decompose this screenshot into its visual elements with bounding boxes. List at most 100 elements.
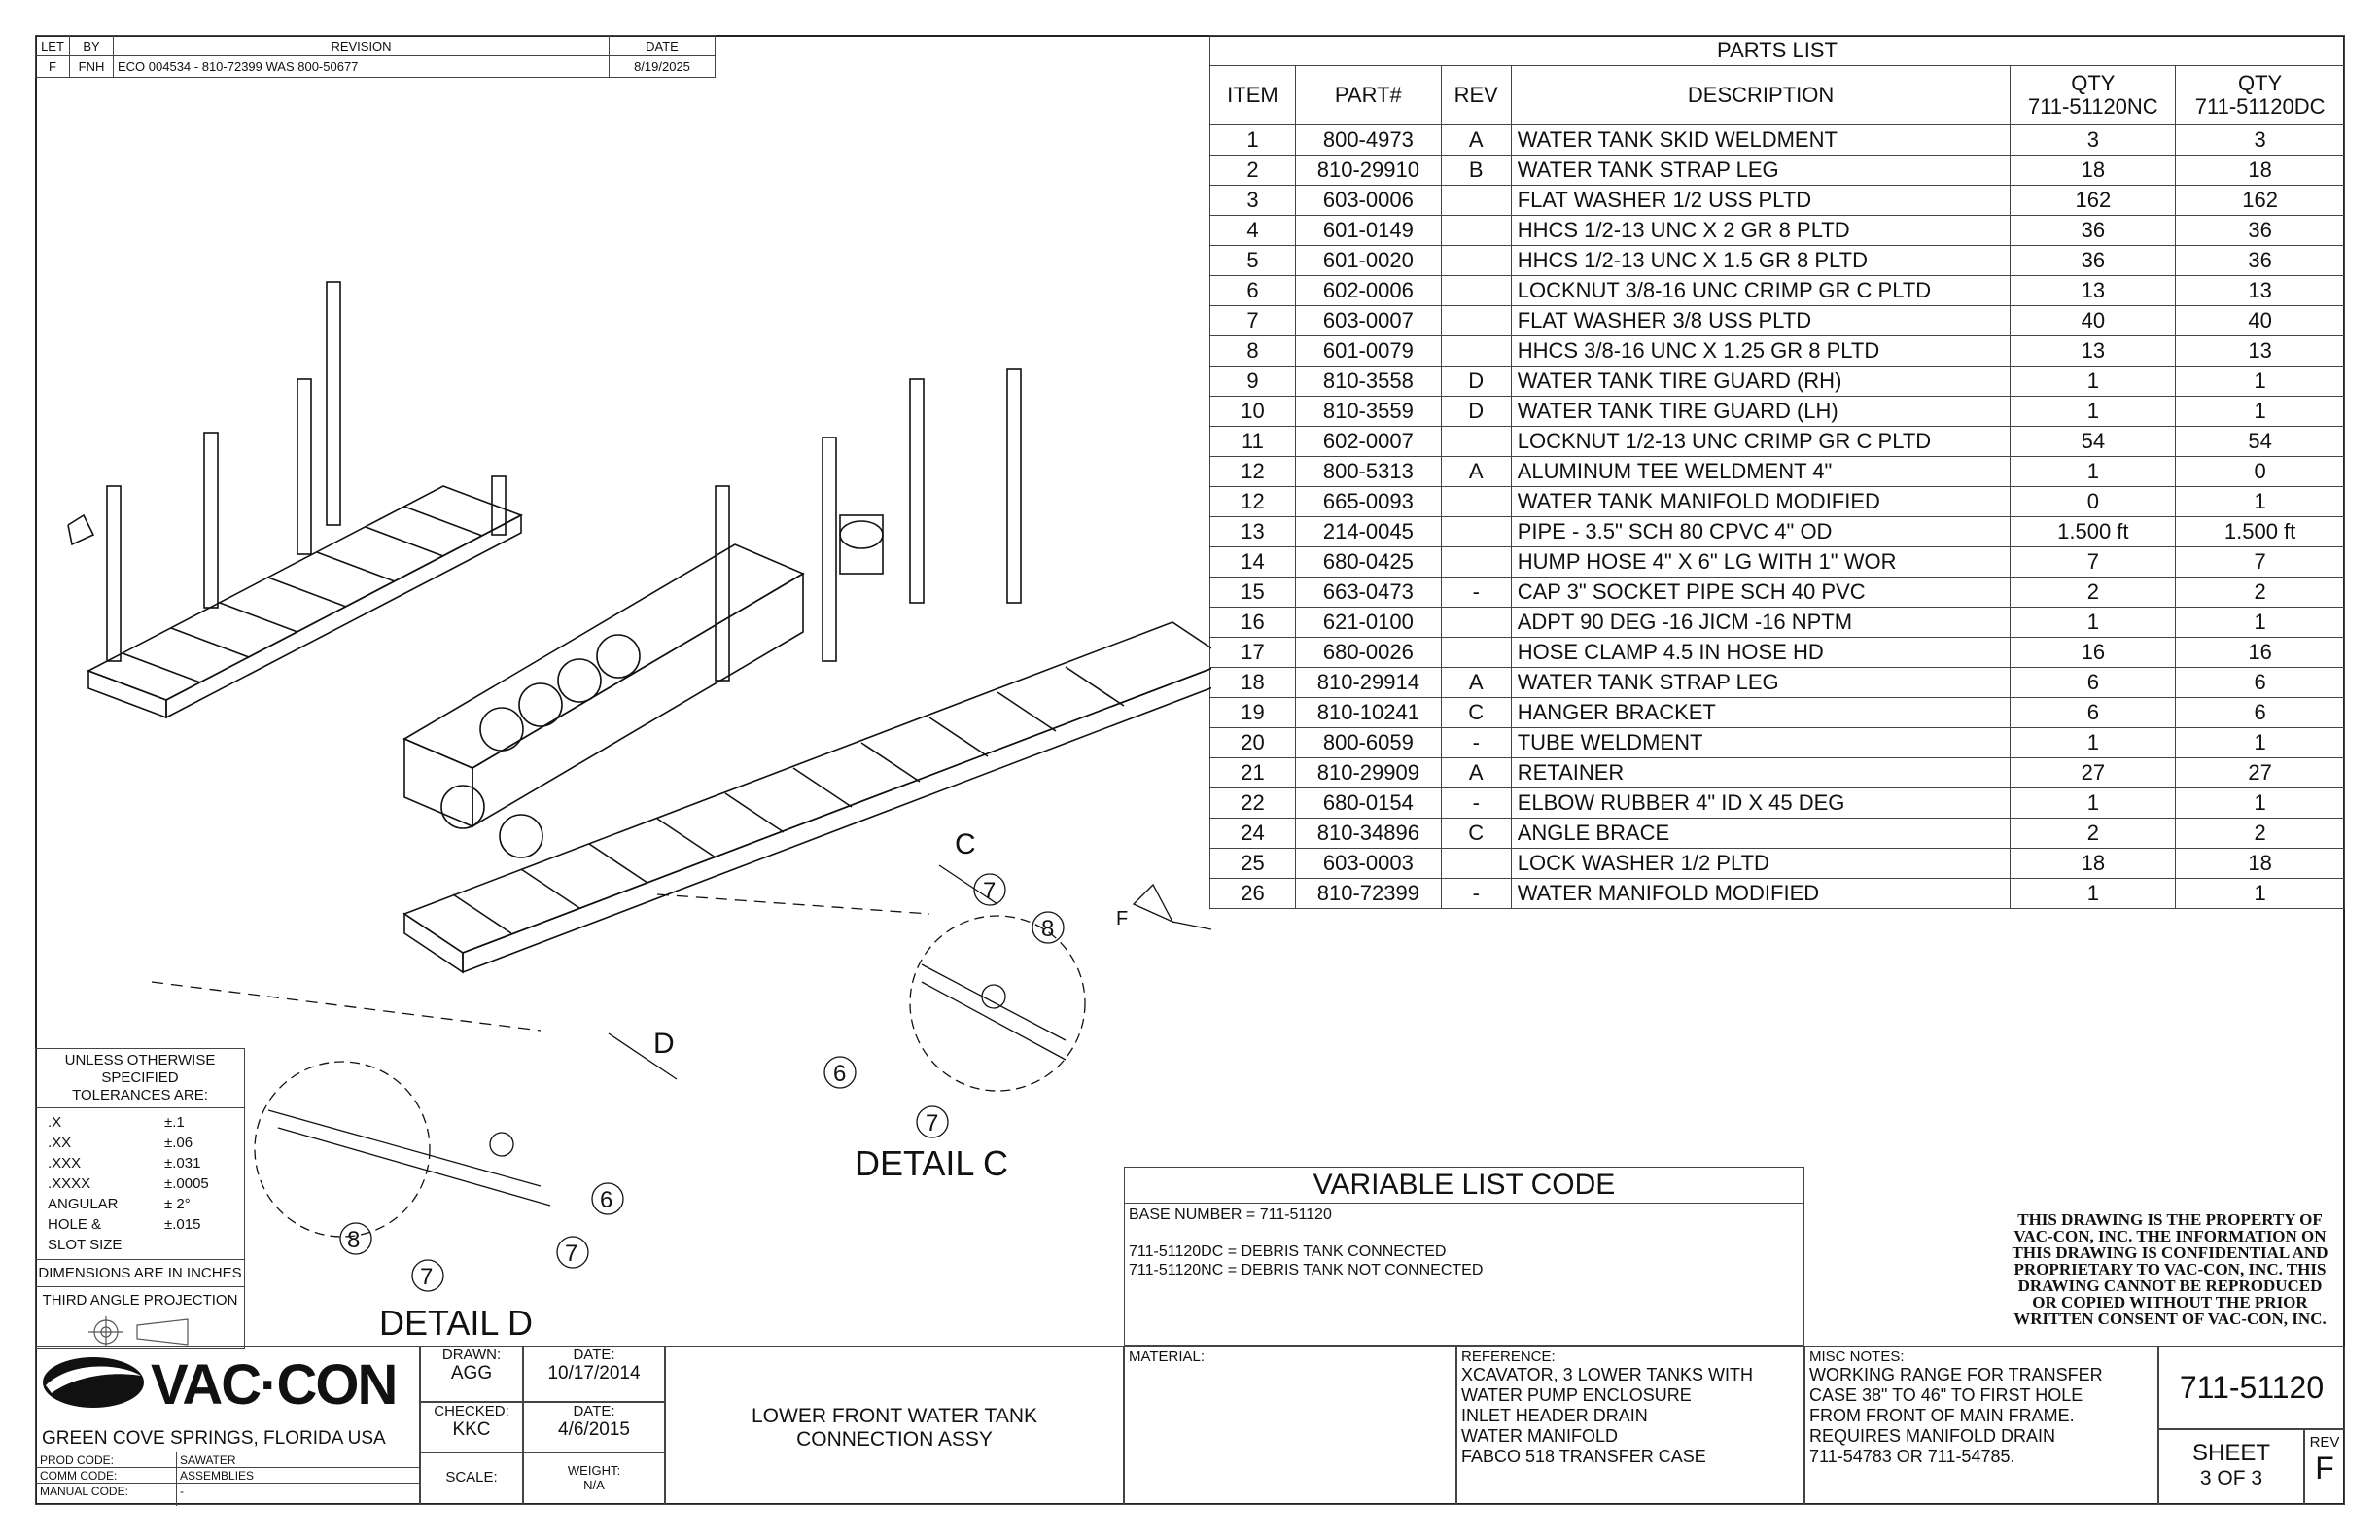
parts-cell: 603-0003 xyxy=(1294,848,1442,879)
parts-cell: 1 xyxy=(2010,607,2177,638)
tolerance-cell: .XXXX xyxy=(48,1175,91,1192)
tolerance-row: SLOT SIZE xyxy=(36,1235,244,1255)
parts-cell: 810-10241 xyxy=(1294,697,1442,728)
parts-cell: 810-3559 xyxy=(1294,396,1442,427)
parts-cell: 7 xyxy=(2175,546,2345,578)
parts-cell: 1 xyxy=(2175,607,2345,638)
parts-cell: 36 xyxy=(2175,245,2345,276)
rev-value: F xyxy=(2315,1451,2334,1486)
tolerance-cell: ±.0005 xyxy=(164,1175,209,1192)
parts-cell: 601-0149 xyxy=(1294,215,1442,246)
tolerance-cell: ±.031 xyxy=(164,1155,201,1172)
manual-code-label: MANUAL CODE: xyxy=(40,1485,128,1498)
tolerance-row: ANGULAR ± 2° xyxy=(36,1194,244,1214)
parts-cell: 1 xyxy=(2175,396,2345,427)
parts-cell: 24 xyxy=(1209,818,1296,849)
parts-cell: 4 xyxy=(1209,215,1296,246)
scale-cell: SCALE: xyxy=(420,1452,523,1505)
rev-label: REV xyxy=(2309,1434,2340,1451)
rev-cell: 8/19/2025 xyxy=(609,55,716,78)
variable-list-line: 711-51120NC = DEBRIS TANK NOT CONNECTED xyxy=(1129,1262,1484,1278)
parts-cell: 18 xyxy=(2010,155,2177,186)
tolerance-cell: ANGULAR xyxy=(48,1196,119,1212)
parts-cell: 810-34896 xyxy=(1294,818,1442,849)
detail-c-label: DETAIL C xyxy=(855,1143,1009,1183)
parts-cell xyxy=(1440,848,1512,879)
parts-cell: A xyxy=(1440,456,1512,487)
parts-cell: 6 xyxy=(1209,275,1296,306)
parts-cell: 2 xyxy=(2175,577,2345,608)
parts-cell: 18 xyxy=(2175,155,2345,186)
detail-c-circle xyxy=(909,915,1086,1092)
checked-value: KKC xyxy=(452,1419,491,1440)
parts-cell: LOCKNUT 3/8-16 UNC CRIMP GR C PLTD xyxy=(1510,275,2012,306)
tolerance-cell: ± 2° xyxy=(164,1196,191,1212)
parts-cell xyxy=(1440,486,1512,517)
parts-cell: 6 xyxy=(2175,667,2345,698)
parts-cell: 1 xyxy=(2010,878,2177,909)
parts-col-header: REV xyxy=(1440,65,1512,125)
proprietary-notice: THIS DRAWING IS THE PROPERTY OF VAC-CON,… xyxy=(2012,1210,2328,1328)
parts-cell: 20 xyxy=(1209,727,1296,758)
parts-cell: 11 xyxy=(1209,426,1296,457)
parts-cell xyxy=(1440,546,1512,578)
parts-cell: 14 xyxy=(1209,546,1296,578)
parts-cell: 162 xyxy=(2175,185,2345,216)
parts-cell xyxy=(1440,185,1512,216)
parts-cell: RETAINER xyxy=(1510,757,2012,788)
parts-cell: 1 xyxy=(2175,486,2345,517)
parts-cell xyxy=(1440,426,1512,457)
parts-cell: 16 xyxy=(2010,637,2177,668)
parts-cell: 214-0045 xyxy=(1294,516,1442,547)
company-name: VAC·CON xyxy=(151,1353,398,1417)
tolerance-cell: ±.1 xyxy=(164,1114,185,1131)
parts-col-header: DESCRIPTION xyxy=(1510,65,2012,125)
parts-cell xyxy=(1440,637,1512,668)
parts-cell: 1 xyxy=(2175,878,2345,909)
parts-cell: 27 xyxy=(2010,757,2177,788)
parts-cell: D xyxy=(1440,396,1512,427)
parts-cell: 1 xyxy=(2010,366,2177,397)
parts-cell: 8 xyxy=(1209,335,1296,367)
parts-cell: 26 xyxy=(1209,878,1296,909)
parts-cell: 6 xyxy=(2175,697,2345,728)
parts-cell: HHCS 1/2-13 UNC X 1.5 GR 8 PLTD xyxy=(1510,245,2012,276)
parts-cell: 15 xyxy=(1209,577,1296,608)
parts-cell: HHCS 3/8-16 UNC X 1.25 GR 8 PLTD xyxy=(1510,335,2012,367)
parts-cell xyxy=(1440,215,1512,246)
balloon-7: 7 xyxy=(926,1110,939,1137)
balloon-7: 7 xyxy=(420,1264,434,1290)
parts-cell: 603-0006 xyxy=(1294,185,1442,216)
parts-cell: ANGLE BRACE xyxy=(1510,818,2012,849)
parts-col-header: QTY 711-51120DC xyxy=(2175,65,2345,125)
parts-cell: 22 xyxy=(1209,788,1296,819)
parts-cell: - xyxy=(1440,577,1512,608)
parts-cell: 3 xyxy=(2175,124,2345,156)
parts-cell: 1.500 ft xyxy=(2175,516,2345,547)
parts-cell: 40 xyxy=(2175,305,2345,336)
parts-cell: 17 xyxy=(1209,637,1296,668)
drawn-date-value: 10/17/2014 xyxy=(547,1363,641,1383)
variable-list-code: VARIABLE LIST CODE BASE NUMBER = 711-511… xyxy=(1124,1167,1804,1346)
drawn-value: AGG xyxy=(450,1363,493,1383)
parts-cell: CAP 3" SOCKET PIPE SCH 40 PVC xyxy=(1510,577,2012,608)
parts-cell: FLAT WASHER 1/2 USS PLTD xyxy=(1510,185,2012,216)
parts-cell: - xyxy=(1440,788,1512,819)
tolerance-cell: .XX xyxy=(48,1135,72,1151)
revision-table: LET BY REVISION DATE F FNH ECO 004534 - … xyxy=(35,35,716,78)
parts-cell: 6 xyxy=(2010,667,2177,698)
parts-cell xyxy=(1440,305,1512,336)
parts-cell: 12 xyxy=(1209,456,1296,487)
parts-cell: A xyxy=(1440,757,1512,788)
misc-notes-cell: MISC NOTES: WORKING RANGE FOR TRANSFER C… xyxy=(1804,1346,2158,1505)
parts-cell: - xyxy=(1440,878,1512,909)
material-cell: MATERIAL: xyxy=(1124,1346,1456,1505)
